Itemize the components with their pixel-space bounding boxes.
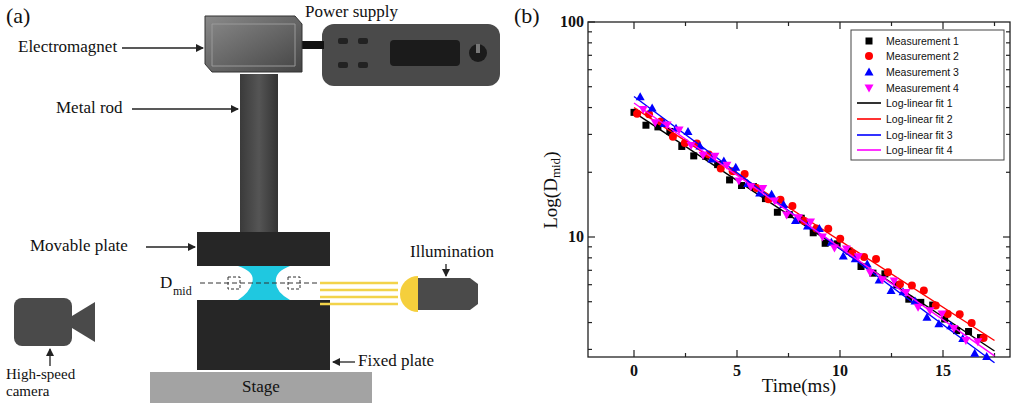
axis-tick-label: 5 [733, 362, 741, 380]
component-label: Movable plate [30, 237, 128, 256]
component-label: Electromagnet [18, 38, 117, 57]
legend-box [851, 30, 1004, 160]
dimension-label: D [160, 274, 172, 293]
legend-marker [856, 35, 882, 47]
legend-line [856, 129, 882, 141]
axis-title-part: Log(D [541, 178, 562, 229]
component-label: High-speed camera [6, 366, 98, 399]
legend-entry: Measurement 2 [856, 49, 959, 64]
legend-text: Log-linear fit 3 [886, 129, 953, 141]
plot-frame [588, 22, 1010, 357]
legend-entry: Log-linear fit 4 [856, 143, 953, 158]
legend-text: Log-linear fit 1 [886, 97, 953, 109]
legend-line [856, 144, 882, 156]
legend-text: Measurement 1 [886, 35, 959, 47]
data-series [631, 92, 995, 363]
leader-arrows [50, 48, 446, 366]
axis-title: Time(ms) [762, 376, 836, 397]
axis-tick-label: 10 [568, 228, 584, 246]
component-label: Illumination [410, 243, 494, 262]
panel-label: (b) [514, 4, 540, 28]
legend-marker [856, 50, 882, 62]
power-supply [322, 24, 500, 86]
legend-text: Measurement 2 [886, 50, 959, 62]
axis-tick-label: 100 [560, 13, 584, 31]
component-label: Stage [242, 378, 280, 397]
axis-tick-label: 0 [630, 362, 638, 380]
legend-text: Log-linear fit 2 [886, 113, 953, 125]
stage [150, 372, 372, 403]
legend-marker [856, 82, 882, 94]
cable [300, 41, 324, 49]
legend-marker [856, 66, 882, 78]
camera [14, 298, 72, 346]
light-rays [320, 283, 398, 304]
legend-entry: Measurement 3 [856, 64, 959, 79]
legend-entry: Log-linear fit 2 [856, 112, 953, 127]
legend-text: Measurement 3 [886, 66, 959, 78]
axis-subscript: mid [549, 158, 564, 178]
legend-entry: Log-linear fit 3 [856, 127, 953, 142]
legend-text: Log-linear fit 4 [886, 144, 953, 156]
axis-tick-label: 15 [935, 362, 951, 380]
component-label: Metal rod [56, 99, 123, 118]
component-label: Fixed plate [358, 352, 434, 371]
legend-text: Measurement 4 [886, 82, 959, 94]
axis-title-part: ) [541, 151, 562, 157]
component-label: Power supply [305, 3, 398, 22]
legend-entry: Log-linear fit 1 [856, 96, 953, 111]
dimension-subscript: mid [173, 285, 192, 298]
movable-plate [197, 232, 330, 266]
fixed-plate [197, 300, 330, 370]
legend-line [856, 97, 882, 109]
metal-rod [240, 74, 278, 232]
electromagnet [205, 16, 302, 72]
lamp [400, 276, 418, 312]
axis-title: Log(Dmid) [542, 151, 564, 228]
panel-label: (a) [6, 4, 30, 28]
legend-line [856, 113, 882, 125]
legend-entry: Measurement 1 [856, 33, 959, 48]
legend-entry: Measurement 4 [856, 80, 959, 95]
